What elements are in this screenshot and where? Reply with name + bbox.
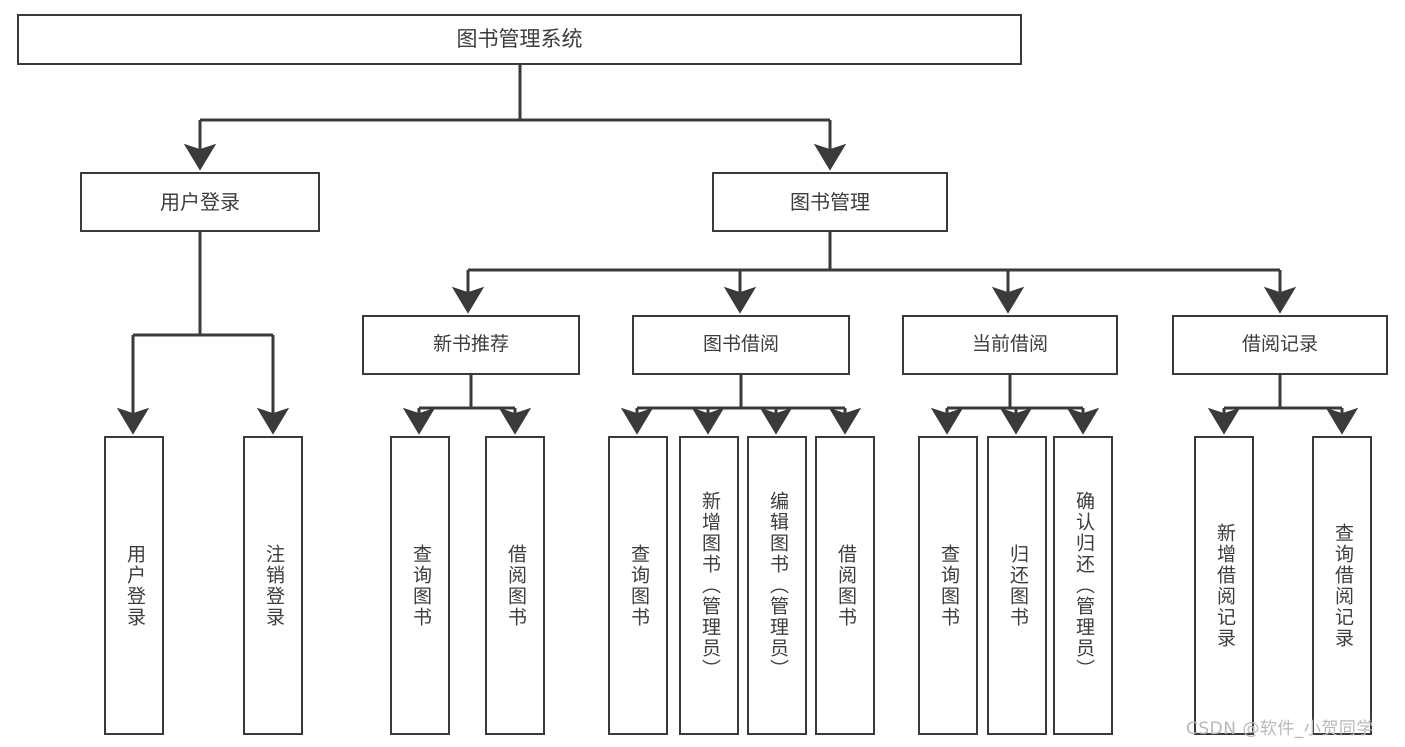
node-leaf-confirm-return-label: 确认归还（管理员） [1072,491,1095,680]
node-leaf-user-logout-label: 注销登录 [262,543,285,628]
node-leaf-query-record[interactable]: 查询借阅记录 [1312,436,1372,735]
node-leaf-user-login[interactable]: 用户登录 [104,436,164,735]
node-leaf-query-book-borrow-label: 查询图书 [627,543,650,628]
node-leaf-borrow-book-rec[interactable]: 借阅图书 [485,436,545,735]
node-book-manage[interactable]: 图书管理 [712,172,948,232]
node-leaf-add-record[interactable]: 新增借阅记录 [1194,436,1254,735]
node-root-label: 图书管理系统 [456,27,583,52]
node-leaf-query-record-label: 查询借阅记录 [1331,522,1354,649]
node-book-manage-label: 图书管理 [790,189,870,214]
node-leaf-borrow-book-rec-label: 借阅图书 [504,543,527,628]
node-leaf-user-login-label: 用户登录 [123,543,146,628]
node-leaf-user-logout[interactable]: 注销登录 [243,436,303,735]
node-leaf-borrow-book[interactable]: 借阅图书 [815,436,875,735]
node-new-book-rec[interactable]: 新书推荐 [362,315,580,375]
node-borrow-record-label: 借阅记录 [1241,333,1318,356]
node-leaf-edit-book-label: 编辑图书（管理员） [766,491,789,680]
node-book-borrow[interactable]: 图书借阅 [632,315,850,375]
node-leaf-add-book[interactable]: 新增图书（管理员） [679,436,739,735]
node-user-login-label: 用户登录 [160,189,240,214]
node-borrow-record[interactable]: 借阅记录 [1172,315,1388,375]
node-leaf-return-book[interactable]: 归还图书 [987,436,1047,735]
node-leaf-add-record-label: 新增借阅记录 [1213,522,1236,649]
node-current-borrow[interactable]: 当前借阅 [902,315,1118,375]
node-new-book-rec-label: 新书推荐 [432,333,509,356]
node-root[interactable]: 图书管理系统 [17,14,1022,65]
node-leaf-add-book-label: 新增图书（管理员） [698,491,721,680]
node-book-borrow-label: 图书借阅 [702,333,779,356]
node-leaf-edit-book[interactable]: 编辑图书（管理员） [747,436,807,735]
node-leaf-query-book-rec[interactable]: 查询图书 [390,436,450,735]
node-leaf-query-book-rec-label: 查询图书 [409,543,432,628]
node-leaf-query-book-current-label: 查询图书 [937,543,960,628]
node-leaf-confirm-return[interactable]: 确认归还（管理员） [1053,436,1113,735]
node-leaf-query-book-current[interactable]: 查询图书 [918,436,978,735]
node-current-borrow-label: 当前借阅 [971,333,1048,356]
node-leaf-query-book-borrow[interactable]: 查询图书 [608,436,668,735]
node-user-login[interactable]: 用户登录 [80,172,320,232]
node-leaf-return-book-label: 归还图书 [1006,543,1029,628]
node-leaf-borrow-book-label: 借阅图书 [834,543,857,628]
